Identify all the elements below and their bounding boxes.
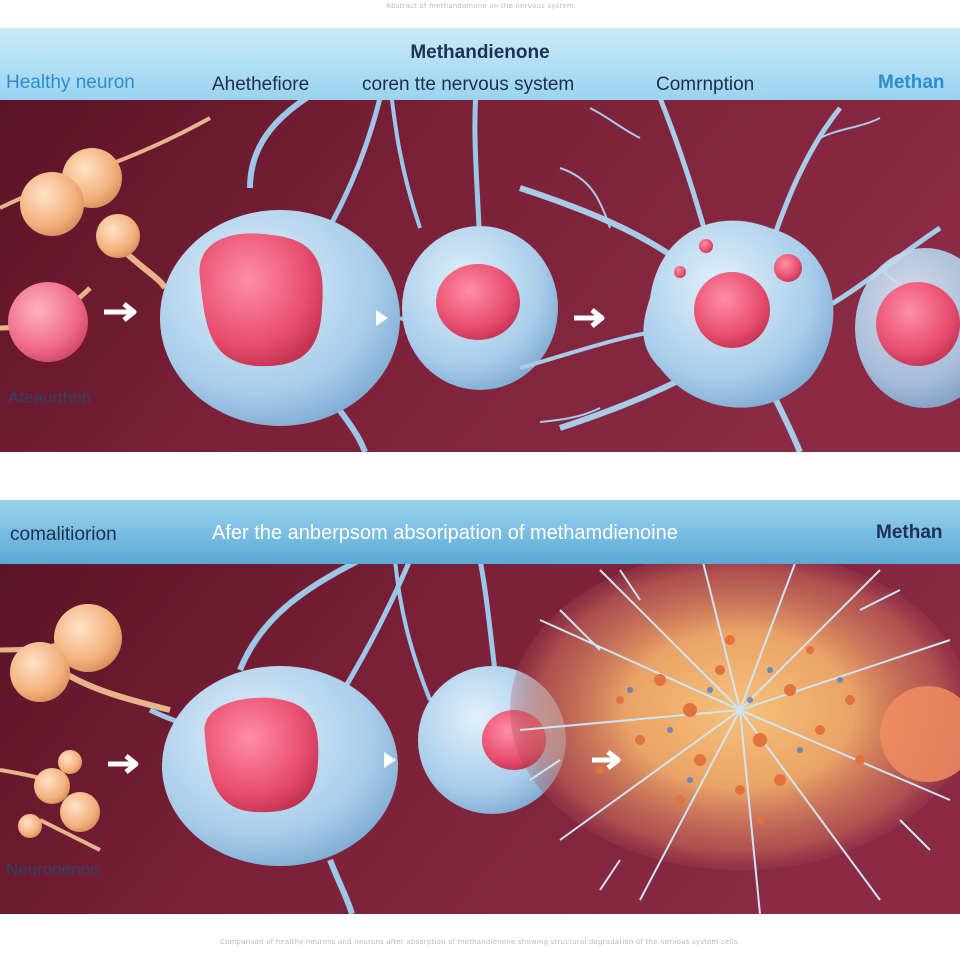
panel-after-absorption: comalitiorion Afer the anberpsom absorip… bbox=[0, 500, 960, 914]
footer-fine-print: Comparison of healthy neurons and neuron… bbox=[219, 938, 741, 946]
header-fine-print: Abstract of methandienone on the nervous… bbox=[386, 2, 574, 10]
panel-healthy-banner: Methandienone Healthy neuron Ahethefiore… bbox=[0, 28, 960, 100]
neuron-4-nucleus bbox=[876, 282, 960, 366]
side-label: Neuronenon bbox=[6, 860, 100, 879]
arrow-right-icon bbox=[376, 310, 388, 326]
degraded-nucleus-right bbox=[880, 686, 960, 782]
panel-healthy: Methandienone Healthy neuron Ahethefiore… bbox=[0, 28, 960, 452]
panel-after-banner: comalitiorion Afer the anberpsom absorip… bbox=[0, 500, 960, 564]
neuron-1-nucleus bbox=[204, 697, 319, 813]
arrow-right-icon bbox=[592, 750, 621, 770]
degraded-neuron-cluster bbox=[510, 549, 960, 914]
banner-item-healthy-neuron: Healthy neuron bbox=[6, 72, 135, 93]
neuron-2-nucleus bbox=[436, 264, 520, 340]
arrow-right-icon bbox=[574, 308, 605, 328]
banner-item-methan: Methan bbox=[876, 522, 943, 543]
banner-item-3: coren tte nervous system bbox=[362, 74, 575, 95]
arrow-right-icon bbox=[384, 752, 396, 768]
side-label: Ateaurthon bbox=[8, 388, 92, 407]
presynaptic-soma-cluster bbox=[10, 604, 122, 838]
neuron-3-nucleus bbox=[694, 272, 770, 348]
panel-after-illustration bbox=[0, 500, 960, 914]
banner-item-after-absorption: Afer the anberpsom absoripation of metha… bbox=[212, 522, 678, 544]
banner-item-4: Comrnption bbox=[656, 74, 755, 95]
banner-title: Methandienone bbox=[410, 42, 550, 63]
presynaptic-soma-cluster bbox=[20, 148, 140, 258]
panel-healthy-illustration bbox=[0, 28, 960, 452]
banner-item-5: Methan bbox=[878, 72, 945, 93]
arrow-right-icon bbox=[108, 754, 139, 774]
banner-item-condition: comalitiorion bbox=[10, 524, 117, 545]
arrow-right-icon bbox=[104, 302, 137, 322]
neuron-1-nucleus bbox=[199, 233, 323, 367]
banner-item-2: Ahethefiore bbox=[212, 74, 310, 95]
presynaptic-pink-soma bbox=[8, 282, 88, 362]
